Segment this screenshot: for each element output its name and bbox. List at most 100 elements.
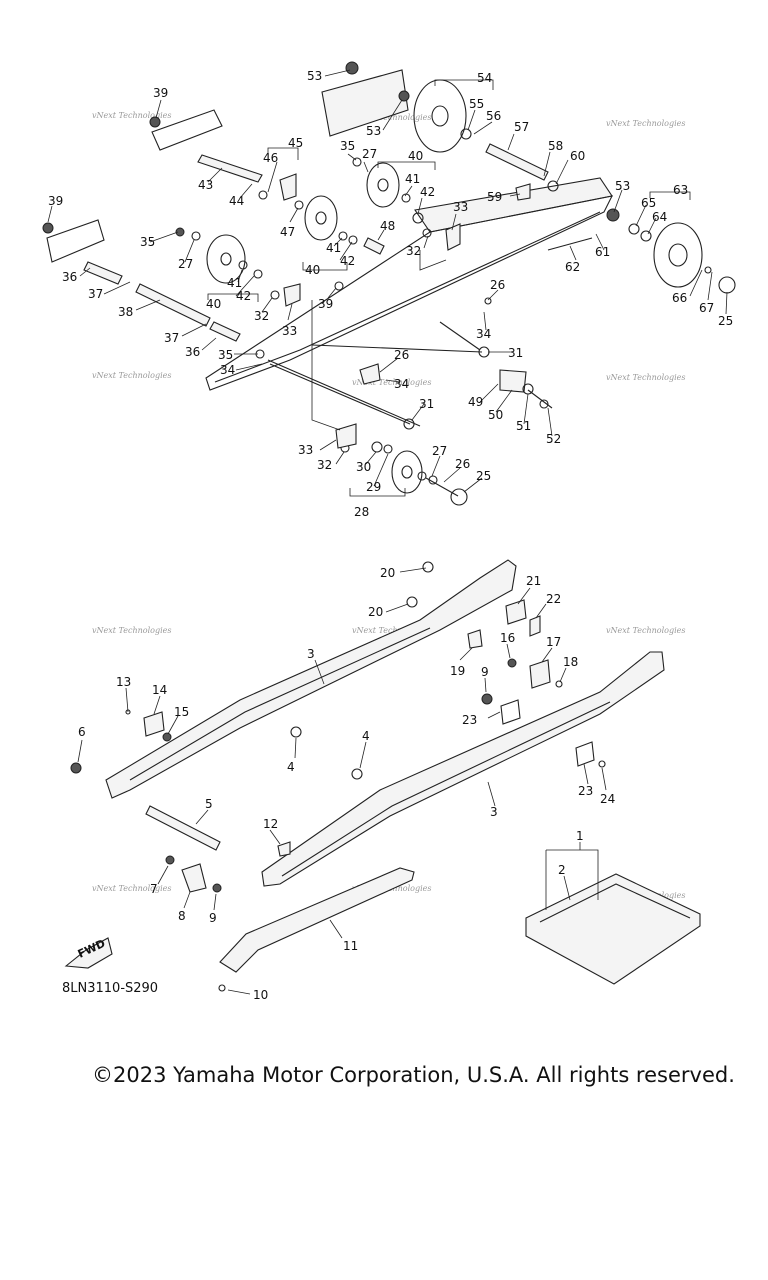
callout-3: 3 [307,647,315,661]
callout-24: 24 [600,792,615,806]
callout-40: 40 [408,149,423,163]
callout-26: 26 [490,278,505,292]
callout-30: 30 [356,460,371,474]
callout-56: 56 [486,109,501,123]
diagram-code: 8LN3110-S290 [62,981,159,996]
callout-27: 27 [178,257,193,271]
callout-20: 20 [368,605,383,619]
long-bolts-upper [269,237,593,497]
callout-3: 3 [490,805,498,819]
callout-46: 46 [263,151,278,165]
callout-35: 35 [140,235,155,249]
callout-10: 10 [253,988,268,1002]
callout-labels: 53 54 55 56 53 57 58 60 53 63 59 65 64 6… [48,69,733,1002]
callout-12: 12 [263,817,278,831]
watermark: vNext Technologies [92,626,171,635]
watermark: vNext Technologies [92,884,171,893]
slider-strip [219,867,415,973]
callout-36: 36 [185,345,200,359]
callout-42: 42 [236,289,251,303]
callout-48: 48 [380,219,395,233]
callout-42: 42 [420,185,435,199]
callout-59: 59 [487,190,502,204]
callout-52: 52 [546,432,561,446]
callout-18: 18 [563,655,578,669]
callout-66: 66 [672,291,687,305]
callout-50: 50 [488,408,503,422]
callout-1: 1 [576,829,584,843]
callout-39: 39 [153,86,168,100]
callout-39: 39 [318,297,333,311]
callout-19: 19 [450,664,465,678]
bracket-lines-upper [207,79,691,497]
callout-53: 53 [307,69,322,83]
callout-4: 4 [362,729,370,743]
callout-22: 22 [546,592,561,606]
watermark: vNext Technologies [352,113,431,122]
hardware-lower [70,561,606,992]
leader-lines [47,69,728,995]
callout-63: 63 [673,183,688,197]
callout-34: 34 [220,363,235,377]
callout-36: 36 [62,270,77,284]
watermark: vNext Technologies [352,626,431,635]
callout-58: 58 [548,139,563,153]
callout-34: 34 [394,377,409,391]
callout-5: 5 [205,797,213,811]
callout-9: 9 [209,911,217,925]
callout-26: 26 [455,457,470,471]
callout-23: 23 [462,713,477,727]
callout-39: 39 [48,194,63,208]
callout-38: 38 [118,305,133,319]
callout-25: 25 [476,469,491,483]
callout-9: 9 [481,665,489,679]
cross-shaft [145,726,363,851]
callout-40: 40 [305,263,320,277]
callout-2: 2 [558,863,566,877]
callout-20: 20 [380,566,395,580]
callout-32: 32 [317,458,332,472]
callout-41: 41 [227,276,242,290]
callout-31: 31 [508,346,523,360]
callout-13: 13 [116,675,131,689]
callout-32: 32 [254,309,269,323]
watermark: vNext Technologies [92,371,171,380]
track [525,873,701,985]
shafts-upper [83,143,549,427]
watermark: vNext Technologies [606,626,685,635]
callout-45: 45 [288,136,303,150]
rear-frame-rail-upper [46,69,613,391]
fwd-arrow: FWD [64,937,113,969]
callout-54: 54 [477,71,492,85]
watermark: vNext Technologies [92,111,171,120]
callout-64: 64 [652,210,667,224]
callout-33: 33 [282,324,297,338]
callout-23: 23 [578,784,593,798]
hardware-upper [42,61,736,506]
callout-8: 8 [178,909,186,923]
callout-44: 44 [229,194,244,208]
callout-55: 55 [469,97,484,111]
callout-21: 21 [526,574,541,588]
callout-57: 57 [514,120,529,134]
callout-34: 34 [476,327,491,341]
callout-26: 26 [394,348,409,362]
watermark: vNext Technologies [606,373,685,382]
callout-6: 6 [78,725,86,739]
callout-40: 40 [206,297,221,311]
callout-35: 35 [340,139,355,153]
callout-51: 51 [516,419,531,433]
callout-16: 16 [500,631,515,645]
callout-28: 28 [354,505,369,519]
callout-41: 41 [326,241,341,255]
callout-60: 60 [570,149,585,163]
callout-67: 67 [699,301,714,315]
watermark: vNext Technologies [606,119,685,128]
callout-43: 43 [198,178,213,192]
callout-53: 53 [366,124,381,138]
callout-7: 7 [150,882,158,896]
callout-27: 27 [432,444,447,458]
callout-4: 4 [287,760,295,774]
copyright-notice: ©2023 Yamaha Motor Corporation, U.S.A. A… [92,1063,735,1087]
